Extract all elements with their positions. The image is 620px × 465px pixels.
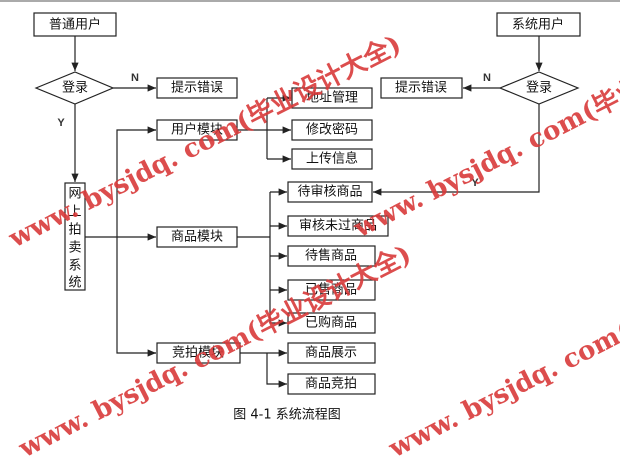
bid-node: 商品竞拍 (287, 373, 376, 395)
address-label: 地址管理 (306, 91, 358, 106)
figure-caption: 图 4-1 系统流程图 (233, 408, 341, 423)
auction-module-node: 竞拍模块 (156, 342, 241, 364)
module-connector (116, 129, 156, 354)
yes-label-left: Y (57, 117, 65, 129)
sold-node: 已售商品 (287, 279, 376, 301)
no-label-right: N (483, 72, 491, 84)
system-user-label: 系统用户 (512, 17, 564, 33)
error-right-node: 提示错误 (380, 77, 463, 99)
display-label: 商品展示 (305, 346, 357, 361)
pending-review-label: 待审核商品 (297, 185, 362, 200)
system-user-node: 系统用户 (496, 12, 581, 37)
auction-module-label: 竞拍模块 (172, 345, 224, 361)
review-failed-label: 审核未过商品 (299, 219, 377, 234)
system-node: 网 上 拍 卖 系 统 (64, 182, 86, 291)
on-sale-node: 待售商品 (287, 245, 376, 267)
address-node: 地址管理 (291, 87, 373, 109)
goods-module-label: 商品模块 (171, 230, 223, 245)
user-module-node: 用户模块 (156, 119, 238, 141)
review-failed-node: 审核未过商品 (287, 215, 389, 237)
system-char: 上 (68, 205, 81, 220)
flowchart: 普通用户 登录 N 提示错误 Y 网 上 拍 卖 系 统 用户模块 商品模块 竞… (0, 0, 620, 423)
upload-label: 上传信息 (306, 151, 358, 167)
on-sale-label: 待售商品 (305, 248, 357, 264)
login-left-label: 登录 (62, 81, 88, 96)
user-module-label: 用户模块 (171, 122, 223, 138)
system-char: 系 (68, 259, 81, 274)
normal-user-label: 普通用户 (49, 17, 101, 33)
system-char: 拍 (68, 223, 81, 238)
yes-label-right: Y (471, 177, 479, 189)
goods-module-node: 商品模块 (156, 226, 238, 248)
system-char: 统 (68, 276, 81, 291)
error-right-label: 提示错误 (395, 80, 447, 96)
system-char: 网 (68, 187, 81, 202)
error-left-node: 提示错误 (156, 77, 238, 99)
arrow (373, 104, 540, 196)
bought-label: 已购商品 (305, 315, 357, 331)
login-right-label: 登录 (526, 81, 552, 96)
bought-node: 已购商品 (287, 312, 376, 334)
no-label-left: N (131, 72, 139, 84)
normal-user-node: 普通用户 (33, 12, 117, 37)
login-right-decision: 登录 (498, 71, 580, 105)
upload-node: 上传信息 (291, 148, 373, 170)
error-left-label: 提示错误 (171, 80, 223, 96)
password-label: 修改密码 (306, 122, 358, 138)
display-node: 商品展示 (287, 342, 376, 364)
system-char: 卖 (68, 241, 81, 256)
arrow (266, 353, 287, 388)
sold-label: 已售商品 (305, 282, 357, 298)
pending-review-node: 待审核商品 (287, 181, 373, 203)
login-left-decision: 登录 (34, 71, 115, 105)
password-node: 修改密码 (291, 119, 373, 141)
bid-label: 商品竞拍 (305, 376, 357, 392)
